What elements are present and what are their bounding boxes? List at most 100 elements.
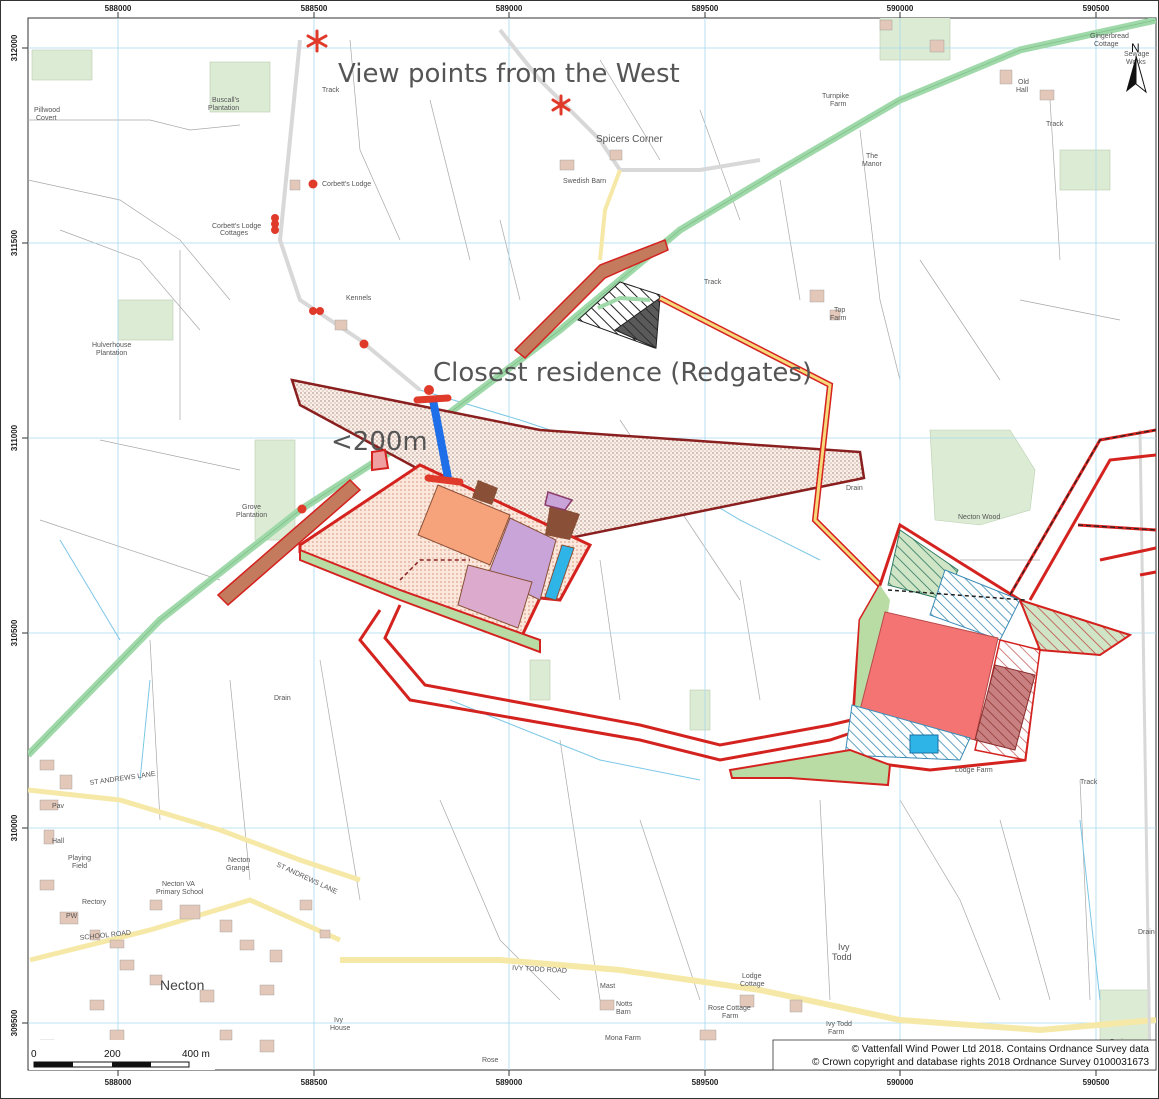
svg-text:Mast: Mast	[600, 983, 615, 990]
svg-text:Ivy: Ivy	[838, 942, 850, 952]
annotation-closest-residence: Closest residence (Redgates)	[433, 358, 812, 388]
svg-text:Turnpike: Turnpike	[822, 93, 849, 100]
svg-text:Plantation: Plantation	[96, 350, 127, 357]
grid-labels-left: 312000 311500 311000 310500 310000 30950…	[10, 34, 19, 1036]
svg-text:Farm: Farm	[828, 1029, 845, 1036]
svg-text:Track: Track	[704, 279, 722, 286]
svg-text:Lodge: Lodge	[742, 973, 762, 980]
svg-text:Rectory: Rectory	[82, 899, 107, 906]
svg-text:Lodge Farm: Lodge Farm	[955, 767, 993, 774]
svg-text:Track: Track	[1080, 779, 1098, 786]
svg-text:Rose Cottage: Rose Cottage	[708, 1005, 751, 1012]
residence-markers	[271, 179, 369, 514]
svg-text:House: House	[330, 1025, 350, 1032]
redgates-marker[interactable]	[424, 385, 434, 395]
svg-text:Playing: Playing	[68, 855, 91, 862]
svg-text:Todd: Todd	[832, 952, 852, 962]
svg-text:589000: 589000	[496, 4, 523, 13]
svg-text:Cottages: Cottages	[220, 230, 249, 237]
svg-text:Swedish Barn: Swedish Barn	[563, 178, 606, 185]
svg-text:589500: 589500	[692, 1078, 719, 1087]
svg-text:590000: 590000	[887, 4, 914, 13]
hatched-green-red-area	[1018, 598, 1133, 657]
svg-text:Necton: Necton	[160, 977, 204, 993]
svg-text:Top: Top	[834, 307, 845, 314]
svg-text:400 m: 400 m	[182, 1049, 210, 1060]
svg-text:Track: Track	[1046, 121, 1064, 128]
svg-text:588000: 588000	[105, 1078, 132, 1087]
svg-text:588000: 588000	[105, 4, 132, 13]
svg-text:Drain: Drain	[274, 695, 291, 702]
svg-text:N: N	[1131, 41, 1140, 55]
svg-text:Cottage: Cottage	[740, 981, 765, 988]
north-arrow: N	[1126, 41, 1147, 94]
substation-block-pink	[457, 564, 533, 629]
svg-text:Plantation: Plantation	[236, 512, 267, 519]
svg-text:Drain: Drain	[1138, 929, 1155, 936]
viewpoint-marker-2[interactable]	[551, 94, 571, 116]
svg-text:© Vattenfall Wind Power Ltd 20: © Vattenfall Wind Power Ltd 2018. Contai…	[852, 1044, 1150, 1055]
landscape-strip-east	[728, 748, 892, 787]
annotation-view-points: View points from the West	[338, 59, 680, 89]
svg-text:Manor: Manor	[862, 161, 883, 168]
grid-labels-bottom: 588000 588500 589000 589500 590000 59050…	[105, 1078, 1110, 1087]
svg-text:Spicers Corner: Spicers Corner	[596, 134, 663, 145]
svg-text:Old: Old	[1018, 79, 1029, 86]
svg-text:Track: Track	[322, 87, 340, 94]
copyright-box: © Vattenfall Wind Power Ltd 2018. Contai…	[772, 1039, 1156, 1070]
svg-text:Corbett's Lodge: Corbett's Lodge	[322, 181, 371, 188]
svg-text:309500: 309500	[10, 1009, 19, 1036]
landscape-strip	[299, 548, 541, 654]
grid-labels-top: 588000 588500 589000 589500 590000 59050…	[105, 4, 1110, 13]
svg-text:Pillwood: Pillwood	[34, 107, 60, 114]
viewpoint-marker-1[interactable]	[306, 29, 328, 53]
svg-text:Necton: Necton	[228, 857, 250, 864]
svg-text:Plantation: Plantation	[208, 105, 239, 112]
svg-text:The: The	[866, 153, 878, 160]
svg-text:Ivy Todd: Ivy Todd	[826, 1021, 852, 1028]
svg-text:588500: 588500	[301, 4, 328, 13]
svg-text:590000: 590000	[887, 1078, 914, 1087]
svg-text:Necton VA: Necton VA	[162, 881, 195, 888]
svg-text:Hulverhouse: Hulverhouse	[92, 342, 131, 349]
svg-text:Cottage: Cottage	[1094, 41, 1119, 48]
svg-text:0: 0	[31, 1049, 37, 1060]
svg-text:Hall: Hall	[1016, 87, 1029, 94]
field-boundaries	[28, 39, 1121, 1001]
svg-text:© Crown copyright and database: © Crown copyright and database rights 20…	[812, 1057, 1149, 1068]
svg-text:Rose: Rose	[482, 1057, 498, 1064]
access-strip-north	[513, 239, 669, 360]
svg-text:Farm: Farm	[830, 315, 847, 322]
svg-text:Drain: Drain	[846, 485, 863, 492]
distance-cap-top	[413, 394, 452, 404]
svg-text:Mona Farm: Mona Farm	[605, 1035, 641, 1042]
frame-ticks	[22, 12, 1097, 1076]
building-blue	[909, 734, 939, 754]
svg-text:Covert: Covert	[36, 115, 57, 122]
svg-text:IVY TODD ROAD: IVY TODD ROAD	[512, 965, 567, 975]
svg-text:589500: 589500	[692, 4, 719, 13]
substation-block-cyan	[544, 544, 575, 601]
compound-dark	[613, 296, 661, 349]
building-brown-2	[545, 505, 580, 540]
necton-village	[39, 19, 1055, 1053]
scale-bar: 0 200 400 m	[29, 1040, 215, 1070]
svg-text:Kennels: Kennels	[346, 295, 372, 302]
svg-text:Corbett's Lodge: Corbett's Lodge	[212, 223, 261, 230]
svg-text:312000: 312000	[10, 34, 19, 61]
svg-text:Ivy: Ivy	[334, 1017, 343, 1024]
annotation-distance: <200m	[331, 427, 428, 457]
svg-text:Gingerbread: Gingerbread	[1090, 33, 1129, 40]
minor-roads	[28, 28, 1156, 1070]
map-area	[27, 17, 1157, 1071]
svg-text:Sewage: Sewage	[1124, 51, 1149, 58]
svg-text:310000: 310000	[10, 814, 19, 841]
hatched-blue-area-south	[844, 704, 971, 761]
svg-text:Hall: Hall	[52, 838, 65, 845]
svg-text:PW: PW	[66, 913, 78, 920]
access-road-inner	[383, 604, 861, 747]
svg-text:588500: 588500	[301, 1078, 328, 1087]
distance-cap-bottom	[424, 474, 464, 486]
